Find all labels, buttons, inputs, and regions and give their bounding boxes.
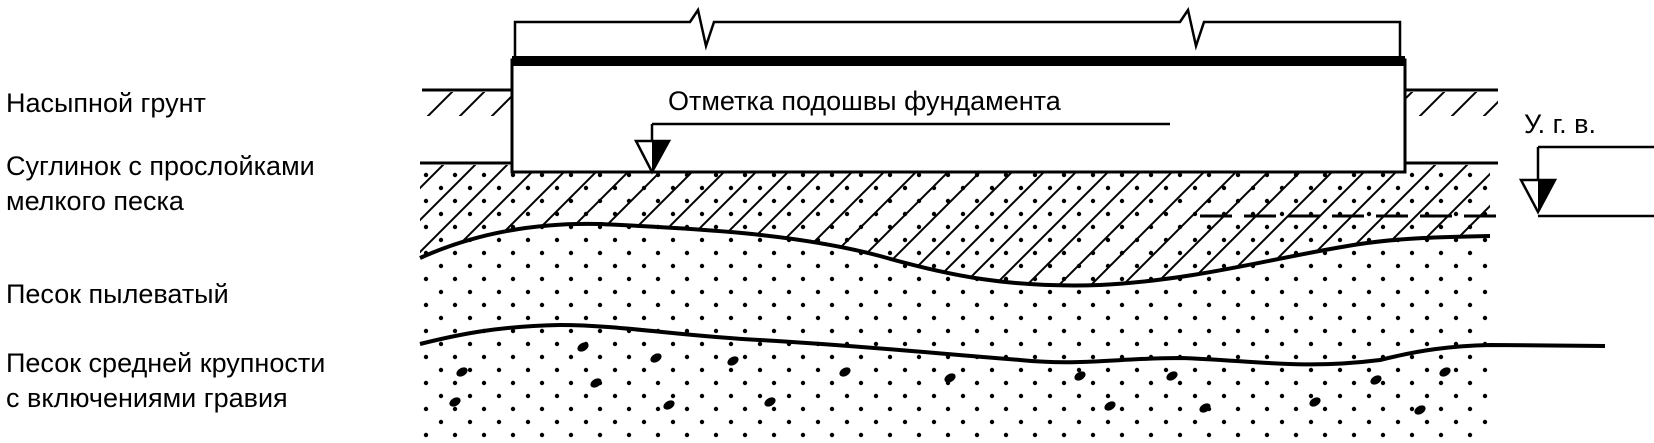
label-medium-sand-line1: Песок средней крупности [6, 348, 326, 378]
boundary-loam-silty [419, 221, 1491, 288]
gravel-inclusions [449, 342, 1451, 415]
fill-soil-layer [422, 88, 1498, 116]
foundation-base-mark-label: Отметка подошвы фундамента [668, 86, 1062, 116]
label-fill-soil: Насыпной грунт [6, 88, 206, 118]
foundation-base-mark: Отметка подошвы фундамента [633, 86, 1170, 175]
break-line-icon [513, 6, 1402, 57]
groundwater-level-mark: У. г. в. [1200, 109, 1654, 218]
level-triangle-icon [633, 139, 672, 175]
label-loam-line1: Суглинок с прослойками [6, 151, 315, 181]
groundwater-level-label: У. г. в. [1524, 109, 1596, 139]
label-medium-sand-line2: с включениями гравия [6, 383, 288, 413]
label-silty-sand: Песок пылеватый [6, 279, 229, 309]
boundary-silty-medium [419, 322, 1606, 367]
level-triangle-icon [1518, 178, 1558, 215]
label-loam-line2: мелкого песка [6, 186, 184, 216]
